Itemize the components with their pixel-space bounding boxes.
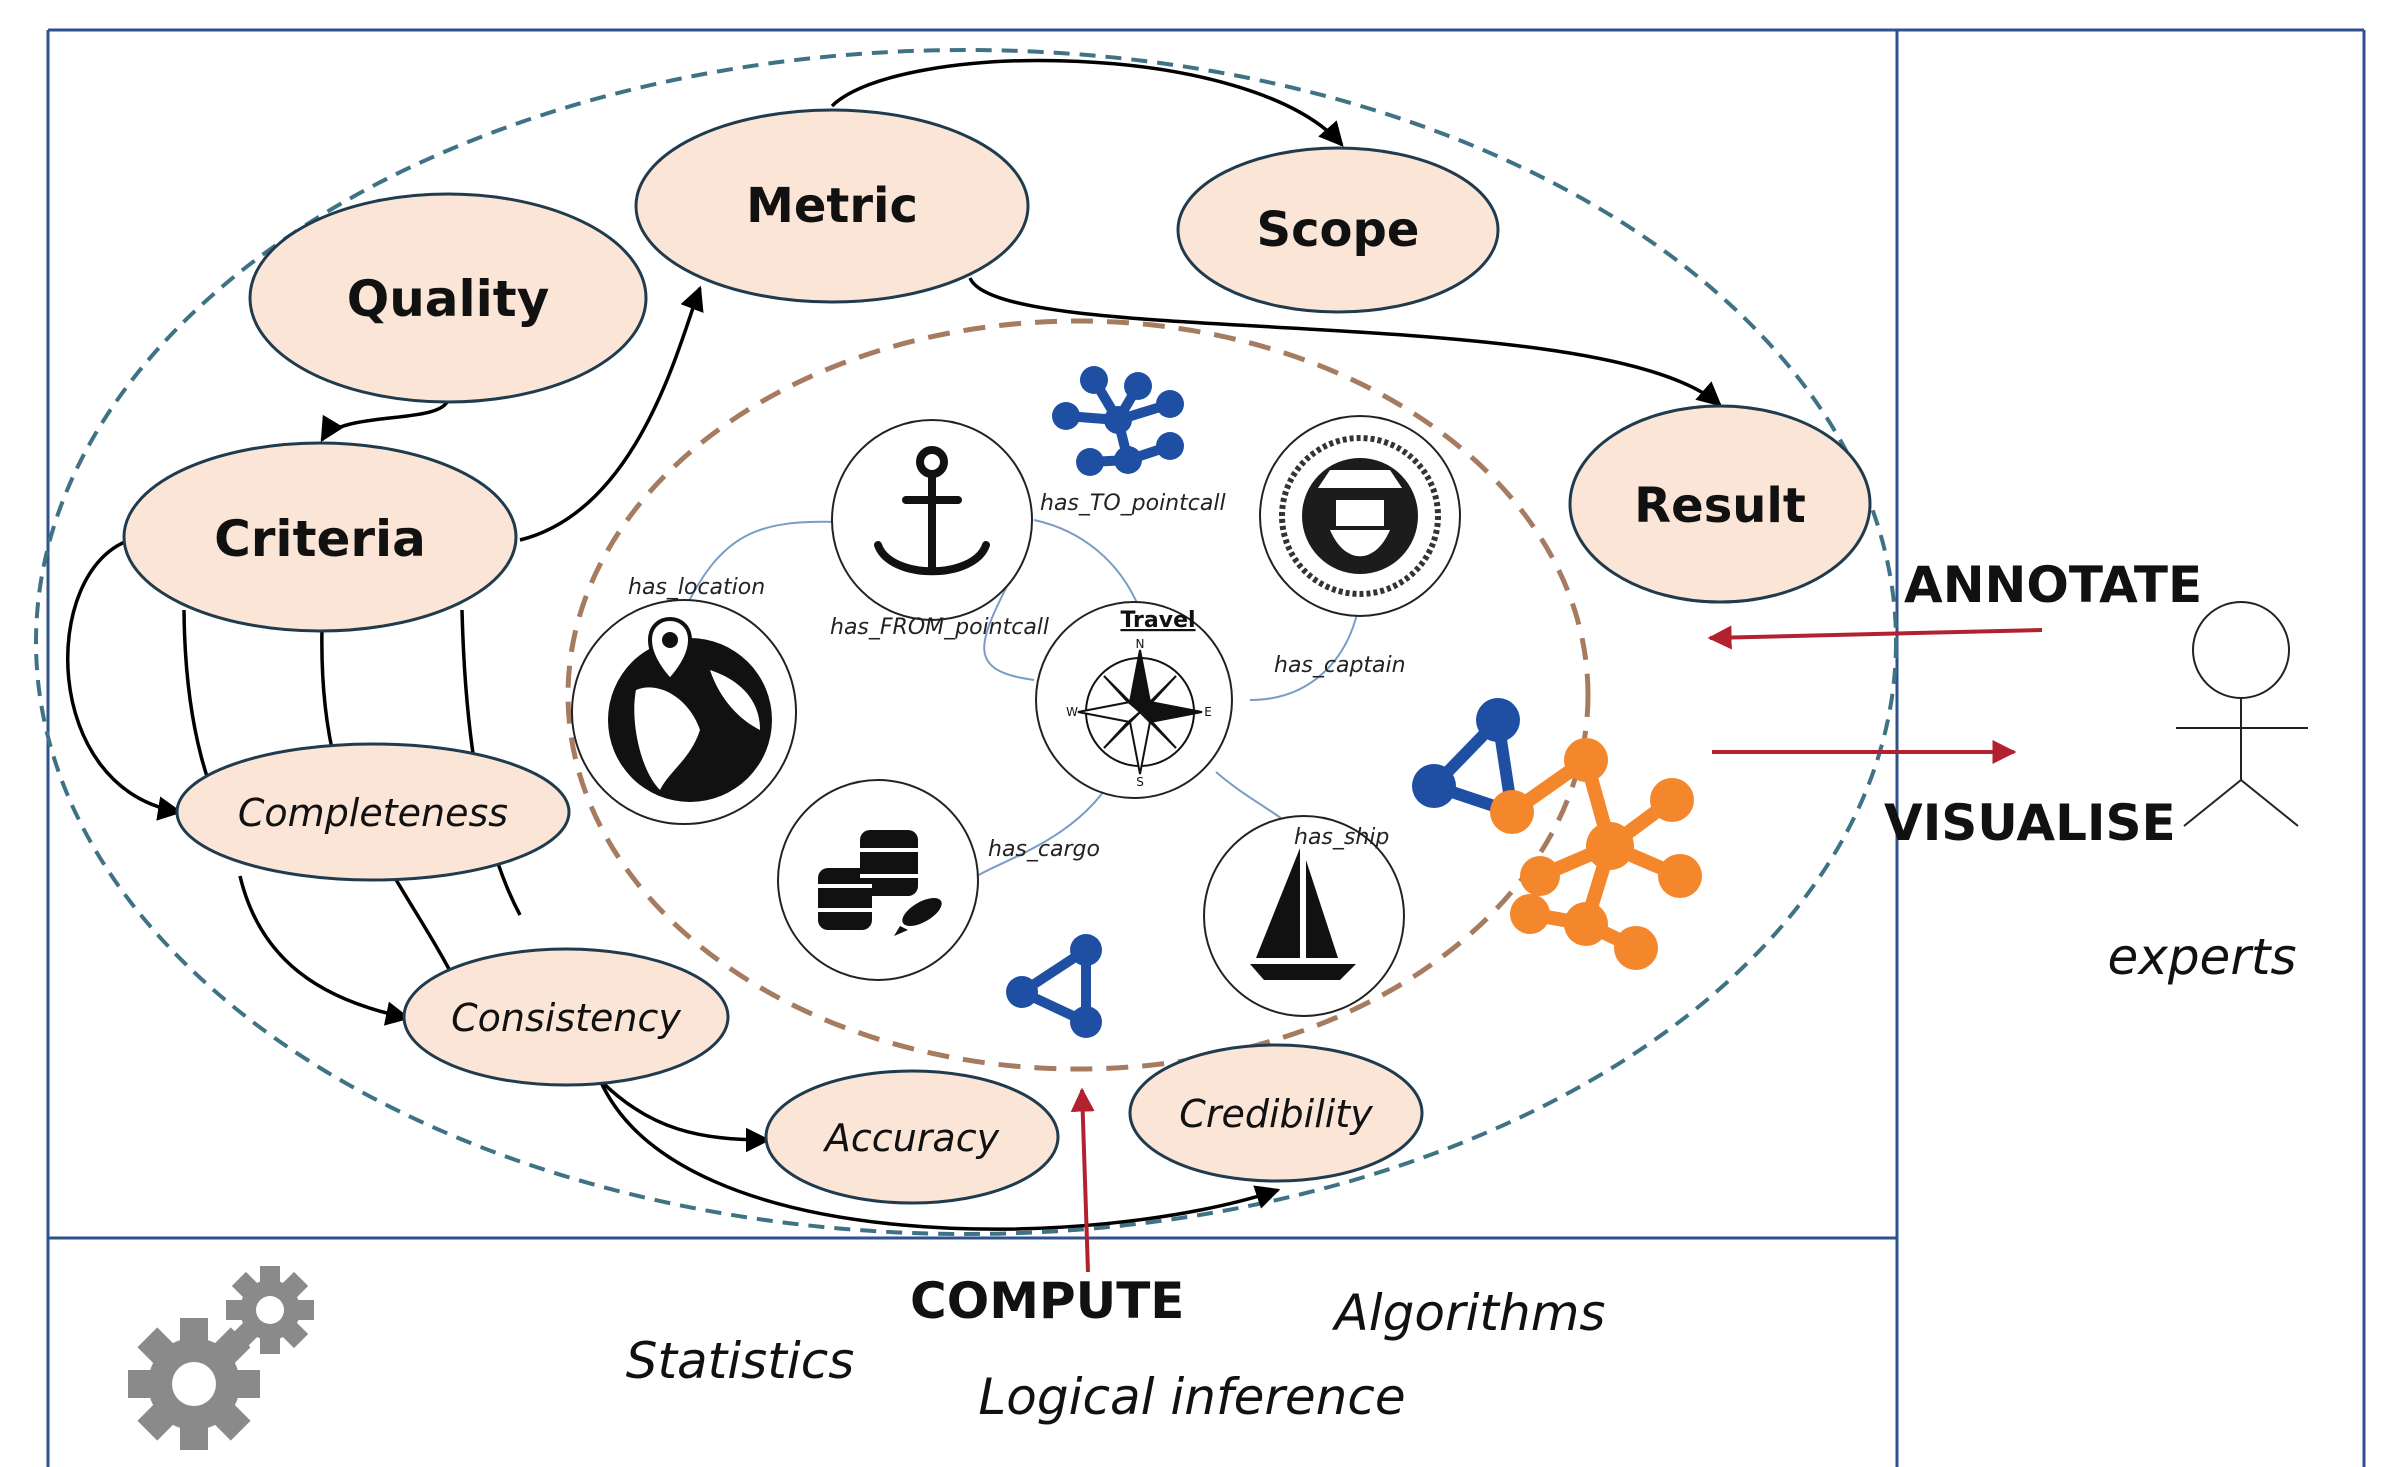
gears-icon <box>128 1266 314 1450</box>
outer-dashed-ellipse <box>34 48 1898 1236</box>
logical-inference-label: Logical inference <box>978 1368 1405 1426</box>
travel-label: Travel <box>1120 608 1195 633</box>
captain-circle <box>1259 415 1461 617</box>
node-completeness-label: Completeness <box>238 791 508 835</box>
inner-dashed-ellipse <box>565 318 1591 1072</box>
graph-visualise-icon <box>1412 698 1702 970</box>
node-metric-label: Metric <box>746 178 918 234</box>
node-consistency: Consistency <box>402 947 730 1087</box>
node-scope-label: Scope <box>1257 202 1420 258</box>
node-credibility-label: Credibility <box>1179 1092 1373 1136</box>
edge-label-has-captain: has_captain <box>1274 653 1406 678</box>
node-completeness: Completeness <box>175 742 571 882</box>
cargo-circle <box>777 779 979 981</box>
compass-icon: N S W E <box>1066 637 1212 789</box>
visualise-label: VISUALISE <box>1884 794 2176 852</box>
svg-text:N: N <box>1136 637 1145 651</box>
globe-circle <box>571 599 797 825</box>
node-quality-label: Quality <box>347 270 550 328</box>
annotate-label: ANNOTATE <box>1904 556 2202 614</box>
edge-label-has-to-pointcall: has_TO_pointcall <box>1040 491 1226 516</box>
anchor-circle <box>831 419 1033 621</box>
svg-text:S: S <box>1136 775 1144 789</box>
node-criteria-label: Criteria <box>214 510 426 568</box>
travel-circle: Travel N S W E <box>1035 601 1233 799</box>
node-result-label: Result <box>1634 478 1806 534</box>
node-accuracy: Accuracy <box>764 1069 1060 1205</box>
anchor-icon <box>874 446 990 576</box>
captain-icon <box>1302 458 1418 574</box>
svg-text:W: W <box>1066 705 1078 719</box>
sailboat-icon <box>1250 848 1356 980</box>
compute-label: COMPUTE <box>910 1272 1184 1330</box>
svg-text:E: E <box>1204 705 1212 719</box>
ship-circle <box>1203 815 1405 1017</box>
edge-label-has-cargo: has_cargo <box>988 837 1100 862</box>
edge-label-has-ship: has_ship <box>1294 825 1389 850</box>
node-accuracy-label: Accuracy <box>822 1116 1000 1160</box>
node-quality: Quality <box>248 192 648 404</box>
annotate-arrow <box>1707 625 2043 650</box>
node-result: Result <box>1568 404 1872 604</box>
large-gear <box>128 1318 260 1450</box>
node-criteria: Criteria <box>122 441 518 633</box>
frame-lines <box>46 28 2366 1467</box>
compute-arrow <box>1070 1087 1095 1273</box>
blue-graph-top-icon <box>1052 366 1184 476</box>
node-consistency-label: Consistency <box>451 996 681 1040</box>
barrels-fish-icon <box>818 830 942 936</box>
blue-graph-bottom-icon <box>1006 934 1102 1038</box>
small-gear <box>226 1266 314 1354</box>
node-credibility: Credibility <box>1128 1043 1424 1183</box>
experts-label: experts <box>2107 928 2296 986</box>
node-metric: Metric <box>634 108 1030 304</box>
algorithms-label: Algorithms <box>1332 1284 1606 1342</box>
edge-label-has-location: has_location <box>628 575 765 600</box>
statistics-label: Statistics <box>626 1332 855 1390</box>
red-arrows <box>1070 625 2043 1273</box>
globe-location-icon <box>608 617 772 802</box>
expert-figure-icon <box>2176 601 2308 827</box>
node-scope: Scope <box>1176 146 1500 314</box>
edge-label-has-from-pointcall: has_FROM_pointcall <box>830 615 1049 640</box>
